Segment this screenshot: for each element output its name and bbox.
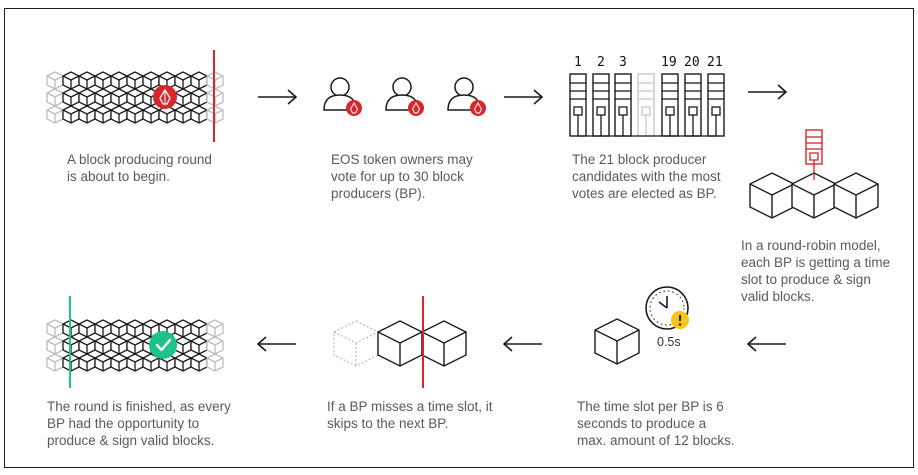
server-icon [569,73,587,137]
block-grid-end [46,319,224,372]
server-icon [637,73,655,137]
alert-icon [671,311,689,329]
producer-number: 20 [684,55,700,70]
server-icon [661,73,679,137]
arrow-icon [747,84,787,100]
arrow-icon [503,336,543,352]
block-grid-start [46,71,224,124]
user-icon [385,77,425,117]
missed-slot-cube [333,320,379,367]
timer-label: 0.5s [657,335,681,349]
producer-number: 1 [574,55,582,70]
eos-logo-icon [153,85,177,109]
arrow-icon [257,89,297,105]
producer-number: 3 [619,55,627,70]
step-caption-missed-slot: If a BP misses a time slot, it skips to … [327,399,493,431]
step-caption-time-slot: The time slot per BP is 6 seconds to pro… [577,399,735,448]
step-caption-token-vote: EOS token owners may vote for up to 30 b… [331,152,473,201]
step-caption-elected: The 21 block producer candidates with th… [572,152,721,201]
server-icon [684,73,702,137]
arrow-icon [747,336,787,352]
block-cube [377,320,423,367]
step-caption-round-finished: The round is finished, as every BP had t… [47,399,231,448]
user-icon [447,77,487,117]
producer-number: 2 [597,55,605,70]
block-cube [421,320,467,367]
arrow-icon [257,336,297,352]
producer-number: 21 [707,55,723,70]
server-icon [707,73,725,137]
step-caption-round-robin: In a round-robin model, each BP is getti… [741,238,891,304]
user-icon [323,77,363,117]
arrow-icon [503,89,543,105]
server-icon [805,129,823,180]
block-cube [594,318,640,365]
step-caption-round-begin: A block producing round is about to begi… [67,152,212,184]
server-icon [592,73,610,137]
check-icon [149,331,177,359]
server-icon [614,73,632,137]
producer-number: 19 [661,55,677,70]
